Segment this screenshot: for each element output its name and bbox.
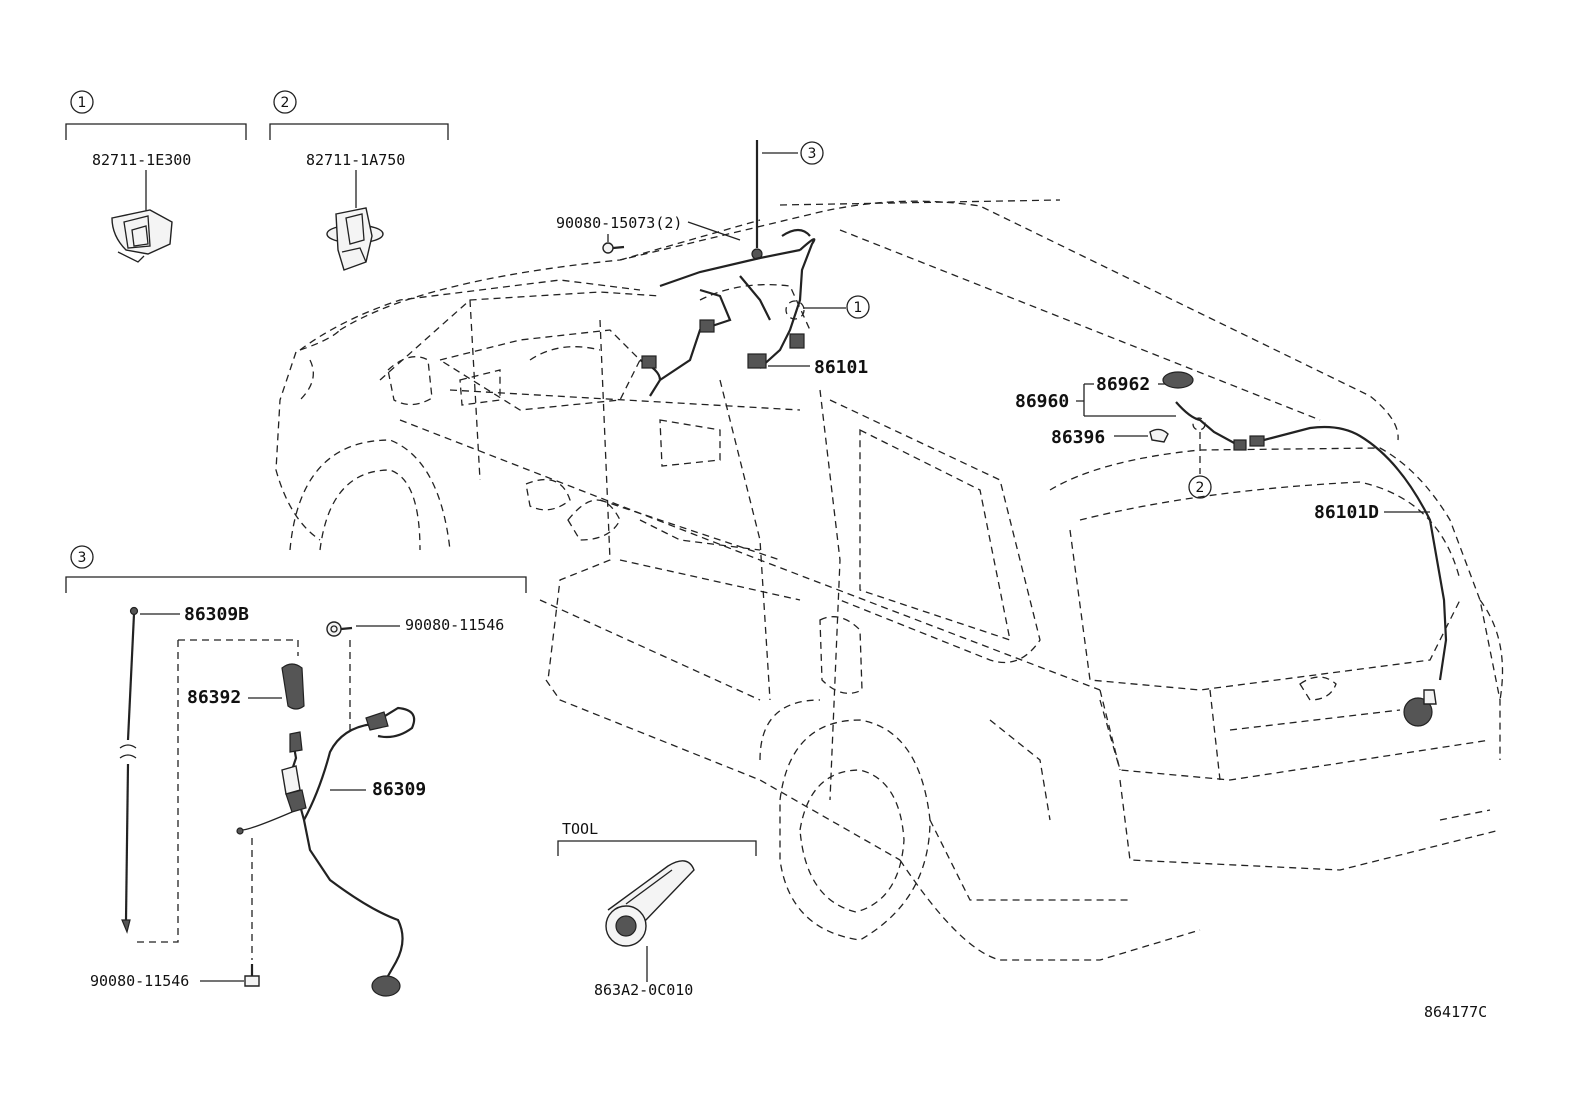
part-label-82711-1E300[interactable]: 82711-1E300 xyxy=(92,151,191,169)
callout-circle-2 xyxy=(273,90,297,114)
bolt-icon xyxy=(244,964,260,987)
part-label-86309[interactable]: 86309 xyxy=(372,779,426,800)
callout-number-3: 3 xyxy=(78,550,87,566)
tool-bracket xyxy=(557,840,757,856)
bracket-line xyxy=(1076,383,1176,417)
wire-harness-icon xyxy=(639,238,816,397)
inset-3-bracket xyxy=(65,576,527,593)
wrench-tool-icon xyxy=(605,860,695,947)
vehicle-harness: 3 90080-15073(2) 1 86101 xyxy=(556,140,870,397)
leader-line xyxy=(607,221,741,242)
bolt-icon xyxy=(326,621,353,637)
rear-antenna-parts: 86960 86962 86396 2 86101D xyxy=(1015,371,1448,727)
part-label-90080-11546-lower[interactable]: 90080-11546 xyxy=(90,972,189,990)
antenna-cap-icon xyxy=(1162,371,1194,389)
part-label-86960[interactable]: 86960 xyxy=(1015,391,1069,412)
dashed-guide xyxy=(178,639,299,656)
dashed-guide xyxy=(134,640,179,943)
callout-number-1-vehicle: 1 xyxy=(854,300,863,316)
vehicle-outline xyxy=(275,199,1504,961)
callout-circle-2-vehicle xyxy=(1188,475,1212,499)
detail-circle xyxy=(1192,417,1206,431)
callout-number-2-vehicle: 2 xyxy=(1196,480,1205,496)
bolt-icon xyxy=(602,242,625,254)
part-label-86962[interactable]: 86962 xyxy=(1096,374,1150,395)
part-label-90080-15073[interactable]: 90080-15073(2) xyxy=(556,214,682,232)
connector-icon xyxy=(747,353,767,369)
grommet-part-icon xyxy=(326,207,384,271)
part-label-86396[interactable]: 86396 xyxy=(1051,427,1105,448)
inset-1-bracket xyxy=(65,123,247,140)
part-label-82711-1A750[interactable]: 82711-1A750 xyxy=(306,151,405,169)
inset-1: 1 82711-1E300 xyxy=(65,90,247,263)
part-label-86392[interactable]: 86392 xyxy=(187,687,241,708)
antenna-mast-icon xyxy=(119,606,139,934)
part-label-86309B[interactable]: 86309B xyxy=(184,604,249,625)
clip-icon xyxy=(1149,428,1169,443)
antenna-pad-icon xyxy=(281,663,305,710)
callout-circle-1 xyxy=(70,90,94,114)
callout-number-2: 2 xyxy=(281,95,290,111)
antenna-cord-rear-icon xyxy=(1175,401,1237,445)
tool-section: TOOL 863A2-0C010 xyxy=(557,820,757,999)
part-label-86101[interactable]: 86101 xyxy=(814,357,868,378)
part-label-86101D[interactable]: 86101D xyxy=(1314,502,1379,523)
detail-circle xyxy=(785,300,805,320)
antenna-cord-icon xyxy=(236,706,416,997)
inset-2-bracket xyxy=(269,123,449,140)
inset-2: 2 82711-1A750 xyxy=(269,90,449,271)
callout-number-1: 1 xyxy=(78,95,87,111)
clip-part-icon xyxy=(111,209,173,263)
inset-3: 3 86309B 90080-11546 86392 xyxy=(65,545,527,997)
callout-circle-3-vehicle xyxy=(800,141,824,165)
figure-code: 864177C xyxy=(1424,1003,1487,1021)
callout-number-3-vehicle: 3 xyxy=(808,146,817,162)
part-label-863A2-0C010[interactable]: 863A2-0C010 xyxy=(594,981,693,999)
callout-circle-3 xyxy=(70,545,94,569)
part-label-90080-11546-upper[interactable]: 90080-11546 xyxy=(405,616,504,634)
tool-heading: TOOL xyxy=(562,820,598,838)
callout-circle-1-vehicle xyxy=(846,295,870,319)
